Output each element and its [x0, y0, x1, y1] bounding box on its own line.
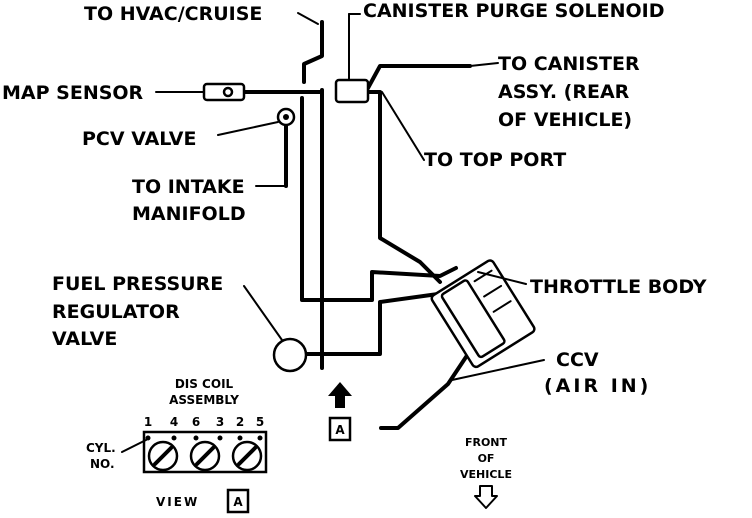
cylinder-number: 6	[192, 415, 200, 429]
view-letter-box	[226, 488, 250, 514]
label-fuel-pressure-3: VALVE	[52, 328, 117, 350]
fuel-regulator-hose	[304, 292, 440, 356]
label-to-top-port: TO TOP PORT	[424, 149, 566, 171]
label-view: VIEW	[156, 495, 199, 509]
label-pcv-valve: PCV VALVE	[82, 128, 196, 150]
coil-terminal-pin	[257, 435, 263, 441]
label-map-sensor: MAP SENSOR	[2, 82, 144, 104]
coil-terminal-pin	[171, 435, 177, 441]
coil-tower-slash	[195, 446, 215, 466]
throttle-body	[430, 259, 536, 369]
to-canister-hose	[366, 64, 472, 90]
arrow-letter-box	[328, 416, 352, 442]
label-no: NO.	[90, 457, 115, 471]
label-ccv-air-in: (AIR IN)	[544, 375, 651, 397]
hvac-cruise-hose	[302, 20, 324, 84]
label-dis-coil-2: ASSEMBLY	[169, 393, 239, 407]
label-to-intake-1: TO INTAKE	[132, 176, 245, 198]
label-front-3: VEHICLE	[460, 468, 512, 481]
label-to-canister-3: OF VEHICLE)	[498, 109, 632, 131]
cylinder-number: 5	[256, 415, 264, 429]
label-cyl: CYL.	[86, 441, 116, 455]
label-to-intake-2: MANIFOLD	[132, 203, 246, 225]
arrow-letter: A	[335, 423, 345, 437]
leader-cyl	[121, 439, 147, 453]
label-canister-purge-solenoid: CANISTER PURGE SOLENOID	[363, 0, 664, 22]
leader-ccv	[451, 359, 545, 381]
cylinder-number: 2	[236, 415, 244, 429]
label-fuel-pressure-1: FUEL PRESSURE	[52, 273, 223, 295]
label-dis-coil-1: DIS COIL	[175, 377, 234, 391]
map-sensor-port	[222, 86, 234, 98]
leader-throttle	[477, 271, 527, 285]
label-ccv: CCV	[556, 349, 599, 371]
label-front-2: OF	[478, 452, 495, 465]
cylinder-number: 3	[216, 415, 224, 429]
leader-top-port	[381, 91, 425, 161]
front-of-vehicle-arrow	[474, 485, 498, 509]
label-front-1: FRONT	[465, 436, 508, 449]
label-to-canister-1: TO CANISTER	[498, 53, 640, 75]
label-to-canister-2: ASSY. (REAR	[498, 81, 630, 103]
coil-terminal-pin	[217, 435, 223, 441]
to-top-port-hose	[362, 90, 442, 284]
leader-hvac	[297, 12, 319, 25]
view-direction-arrow	[328, 382, 352, 408]
leader-pcv	[217, 121, 279, 136]
cylinder-number: 1	[144, 415, 152, 429]
fuel-pressure-regulator	[272, 337, 308, 373]
dis-coil-assembly	[142, 430, 268, 474]
coil-terminal-pin	[193, 435, 199, 441]
label-throttle-body: THROTTLE BODY	[530, 276, 707, 298]
cylinder-number: 4	[170, 415, 178, 429]
coil-tower-slash	[237, 446, 257, 466]
leader-fuel-reg	[243, 285, 283, 341]
coil-terminal-pin	[145, 435, 151, 441]
canister-purge-solenoid	[334, 78, 370, 104]
coil-terminal-pin	[237, 435, 243, 441]
leader-canister	[469, 62, 499, 67]
pcv-valve-center	[283, 114, 289, 120]
coil-tower-slash	[153, 446, 173, 466]
label-fuel-pressure-2: REGULATOR	[52, 301, 180, 323]
label-hvac-cruise: TO HVAC/CRUISE	[84, 3, 262, 25]
throttle-body-vacuum-line	[300, 96, 458, 302]
view-letter: A	[233, 495, 243, 509]
